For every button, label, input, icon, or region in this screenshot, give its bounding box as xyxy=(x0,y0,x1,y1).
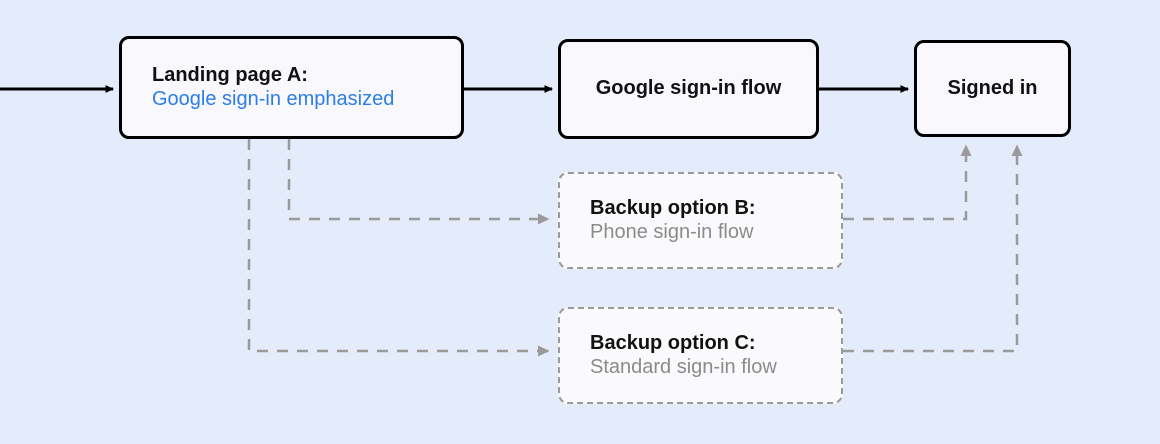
edge-backup-b-to-signed-in xyxy=(843,144,972,221)
node-landing-page-a-subtitle: Google sign-in emphasized xyxy=(152,87,395,110)
edge-landing-a-to-backup-c xyxy=(247,139,550,357)
node-signed-in[interactable]: Signed in xyxy=(914,40,1071,137)
node-backup-option-c[interactable]: Backup option C: Standard sign-in flow xyxy=(558,307,843,404)
node-google-sign-in-flow[interactable]: Google sign-in flow xyxy=(558,39,819,139)
node-backup-option-b-title: Backup option B: xyxy=(590,196,756,219)
node-signed-in-label: Signed in xyxy=(947,76,1038,99)
node-backup-option-b[interactable]: Backup option B: Phone sign-in flow xyxy=(558,172,843,269)
edge-backup-c-to-signed-in xyxy=(843,144,1023,353)
node-landing-page-a[interactable]: Landing page A: Google sign-in emphasize… xyxy=(119,36,464,139)
node-google-sign-in-flow-label: Google sign-in flow xyxy=(595,77,782,100)
node-backup-option-c-title: Backup option C: xyxy=(590,331,756,354)
node-backup-option-b-subtitle: Phone sign-in flow xyxy=(590,220,754,243)
node-landing-page-a-title: Landing page A: xyxy=(152,63,308,86)
node-backup-option-c-subtitle: Standard sign-in flow xyxy=(590,355,777,378)
edge-landing-a-to-backup-b xyxy=(287,139,550,225)
